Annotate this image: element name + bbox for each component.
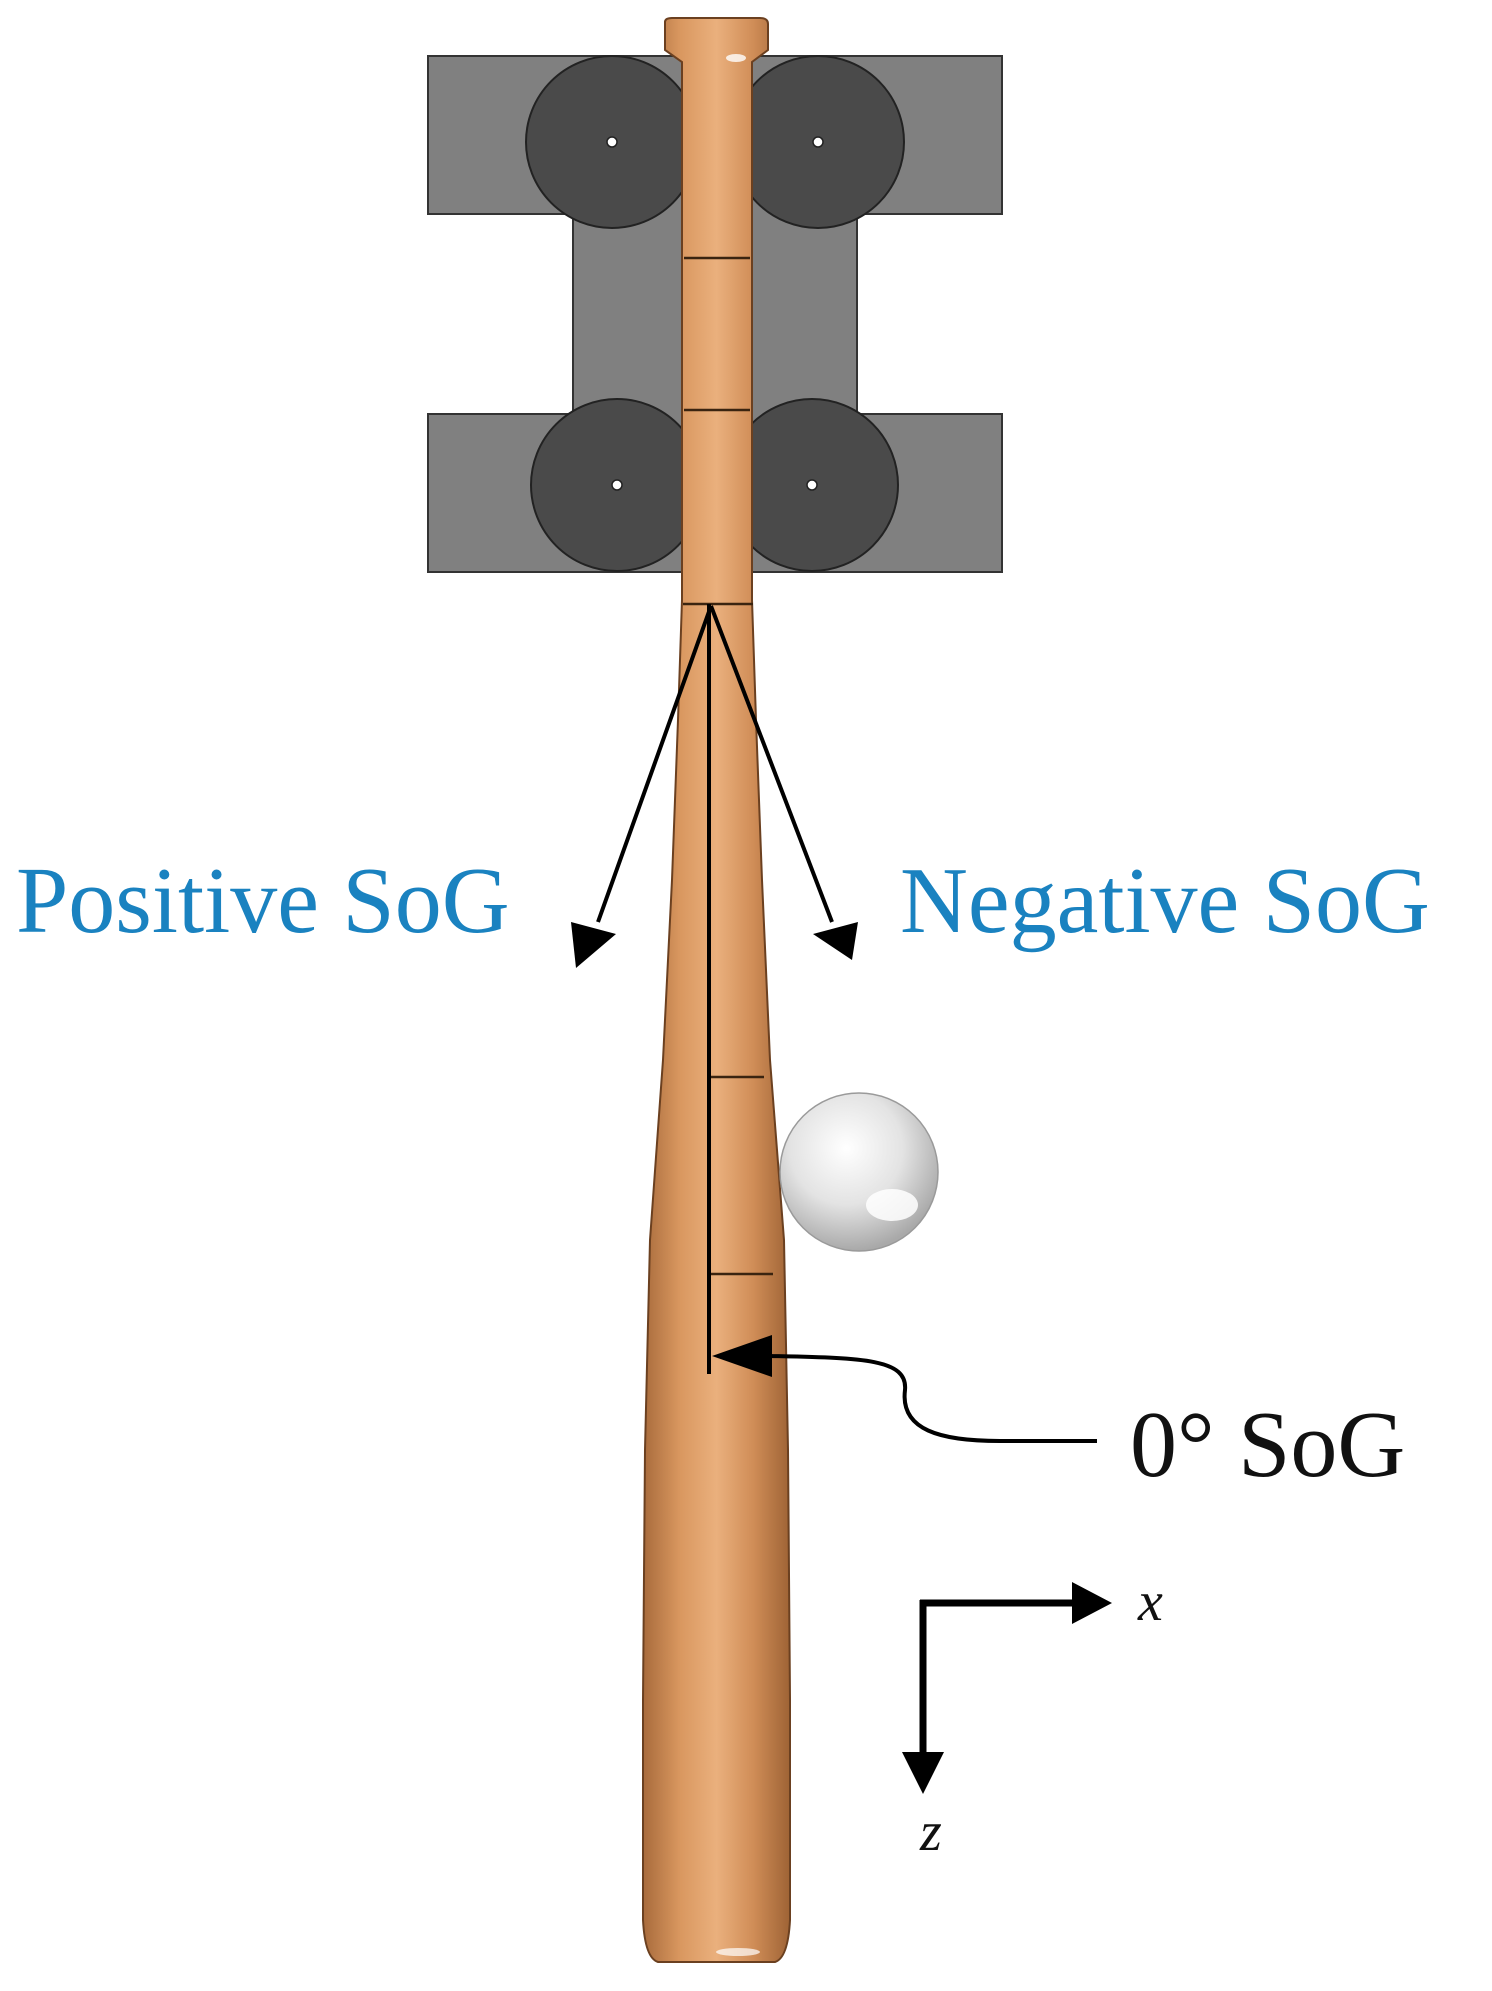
roller-top-left bbox=[525, 55, 699, 229]
negative-sog-arrow bbox=[709, 605, 858, 960]
z-axis-arrowhead bbox=[902, 1752, 944, 1794]
negative-sog-label: Negative SoG bbox=[900, 849, 1430, 953]
coordinate-axes: x z bbox=[902, 1571, 1163, 1863]
positive-sog-arrow bbox=[571, 605, 713, 968]
x-axis-arrowhead bbox=[1072, 1582, 1112, 1624]
roller-bottom-right bbox=[725, 398, 899, 572]
positive-sog-label: Positive SoG bbox=[16, 849, 510, 953]
roller-bottom-left bbox=[530, 398, 704, 572]
baseball bbox=[779, 1092, 939, 1252]
bat-end-highlight bbox=[716, 1948, 760, 1956]
x-axis-label: x bbox=[1137, 1571, 1163, 1633]
roller-top-right bbox=[731, 55, 905, 229]
zero-sog-leader bbox=[712, 1335, 1097, 1443]
rollers bbox=[525, 55, 905, 572]
bat-body bbox=[642, 17, 791, 1963]
baseball-bat bbox=[642, 17, 791, 1963]
bat-knob-highlight bbox=[726, 54, 746, 62]
zero-sog-label: 0° SoG bbox=[1130, 1393, 1405, 1497]
z-axis-label: z bbox=[919, 1801, 942, 1863]
